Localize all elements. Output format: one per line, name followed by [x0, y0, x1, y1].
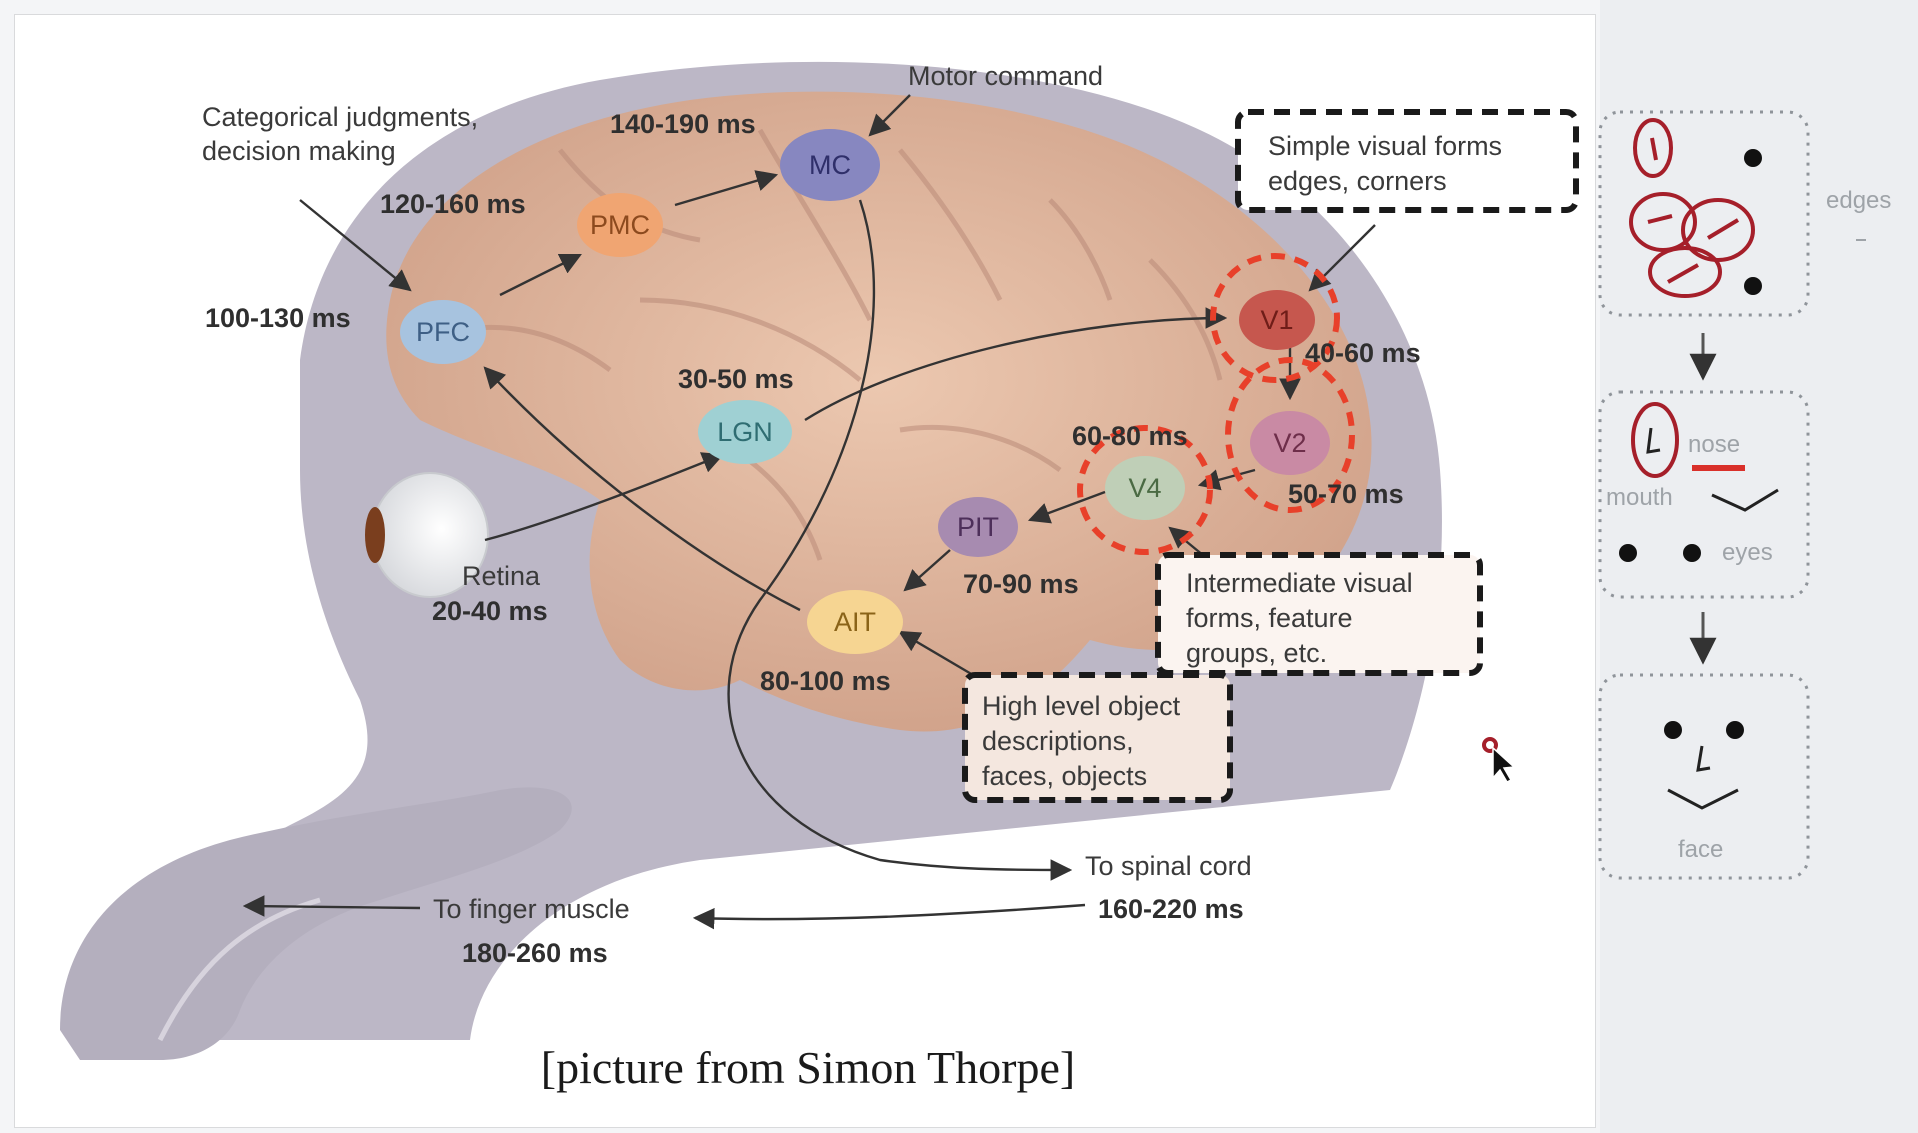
timing-pmc: 120-160 ms [380, 189, 526, 219]
node-lgn: LGN [698, 400, 792, 464]
node-label: PIT [957, 512, 999, 542]
annotation-line: edges, corners [1268, 166, 1447, 196]
node-pmc: PMC [577, 193, 663, 257]
annotation-high-level: High level object descriptions, faces, o… [965, 675, 1230, 800]
timing-pfc: 100-130 ms [205, 303, 351, 333]
node-label: PFC [416, 317, 470, 347]
annotation-line: faces, objects [982, 761, 1147, 791]
node-label: V2 [1273, 428, 1306, 458]
node-mc: MC [780, 129, 880, 201]
annotation-line: descriptions, [982, 726, 1134, 756]
node-ait: AIT [807, 590, 903, 654]
timing-pit: 70-90 ms [963, 569, 1079, 599]
node-v4: V4 [1105, 456, 1185, 520]
node-label: V4 [1128, 473, 1161, 503]
slide-caption: [picture from Simon Thorpe] [541, 1042, 1075, 1093]
timing-v2: 50-70 ms [1288, 479, 1404, 509]
sketch-box-face: face [1600, 675, 1808, 878]
sketch-box-edges: edges [1600, 112, 1891, 315]
label-categorical-1: Categorical judgments, [202, 102, 478, 132]
timing-ait: 80-100 ms [760, 666, 891, 696]
label-motor-command: Motor command [908, 61, 1103, 91]
annotation-line: groups, etc. [1186, 638, 1327, 668]
timing-lgn: 30-50 ms [678, 364, 794, 394]
annotation-line: forms, feature [1186, 603, 1353, 633]
annotation-line: Simple visual forms [1268, 131, 1502, 161]
annotation-line: Intermediate visual [1186, 568, 1413, 598]
node-label: AIT [834, 607, 876, 637]
timing-retina: 20-40 ms [432, 596, 548, 626]
timing-finger: 180-260 ms [462, 938, 608, 968]
node-v2: V2 [1250, 411, 1330, 475]
sketch-label-face: face [1678, 836, 1723, 863]
sketch-box-parts: nose mouth eyes [1600, 392, 1808, 597]
sketch-label-nose: nose [1688, 431, 1740, 458]
label-finger-muscle: To finger muscle [433, 894, 630, 924]
node-pfc: PFC [400, 300, 486, 364]
sketch-label-mouth: mouth [1606, 484, 1673, 511]
annotation-line: High level object [982, 691, 1181, 721]
node-label: LGN [717, 417, 773, 447]
annotation-intermediate-forms: Intermediate visual forms, feature group… [1158, 555, 1480, 673]
node-label: MC [809, 150, 851, 180]
timing-mc: 140-190 ms [610, 109, 756, 139]
timing-v1: 40-60 ms [1305, 338, 1421, 368]
node-v1: V1 [1239, 290, 1315, 350]
timing-v4: 60-80 ms [1072, 421, 1188, 451]
label-categorical-2: decision making [202, 136, 396, 166]
node-label: V1 [1260, 305, 1293, 335]
timing-spinal: 160-220 ms [1098, 894, 1244, 924]
label-spinal-cord: To spinal cord [1085, 851, 1252, 881]
annotation-simple-forms: Simple visual forms edges, corners [1238, 112, 1576, 210]
mouse-cursor-icon [1484, 739, 1514, 782]
node-pit: PIT [938, 497, 1018, 557]
node-label: PMC [590, 210, 650, 240]
sketch-label-eyes: eyes [1722, 539, 1773, 566]
sketch-label-edges: edges [1826, 187, 1891, 214]
label-retina: Retina [462, 561, 541, 591]
